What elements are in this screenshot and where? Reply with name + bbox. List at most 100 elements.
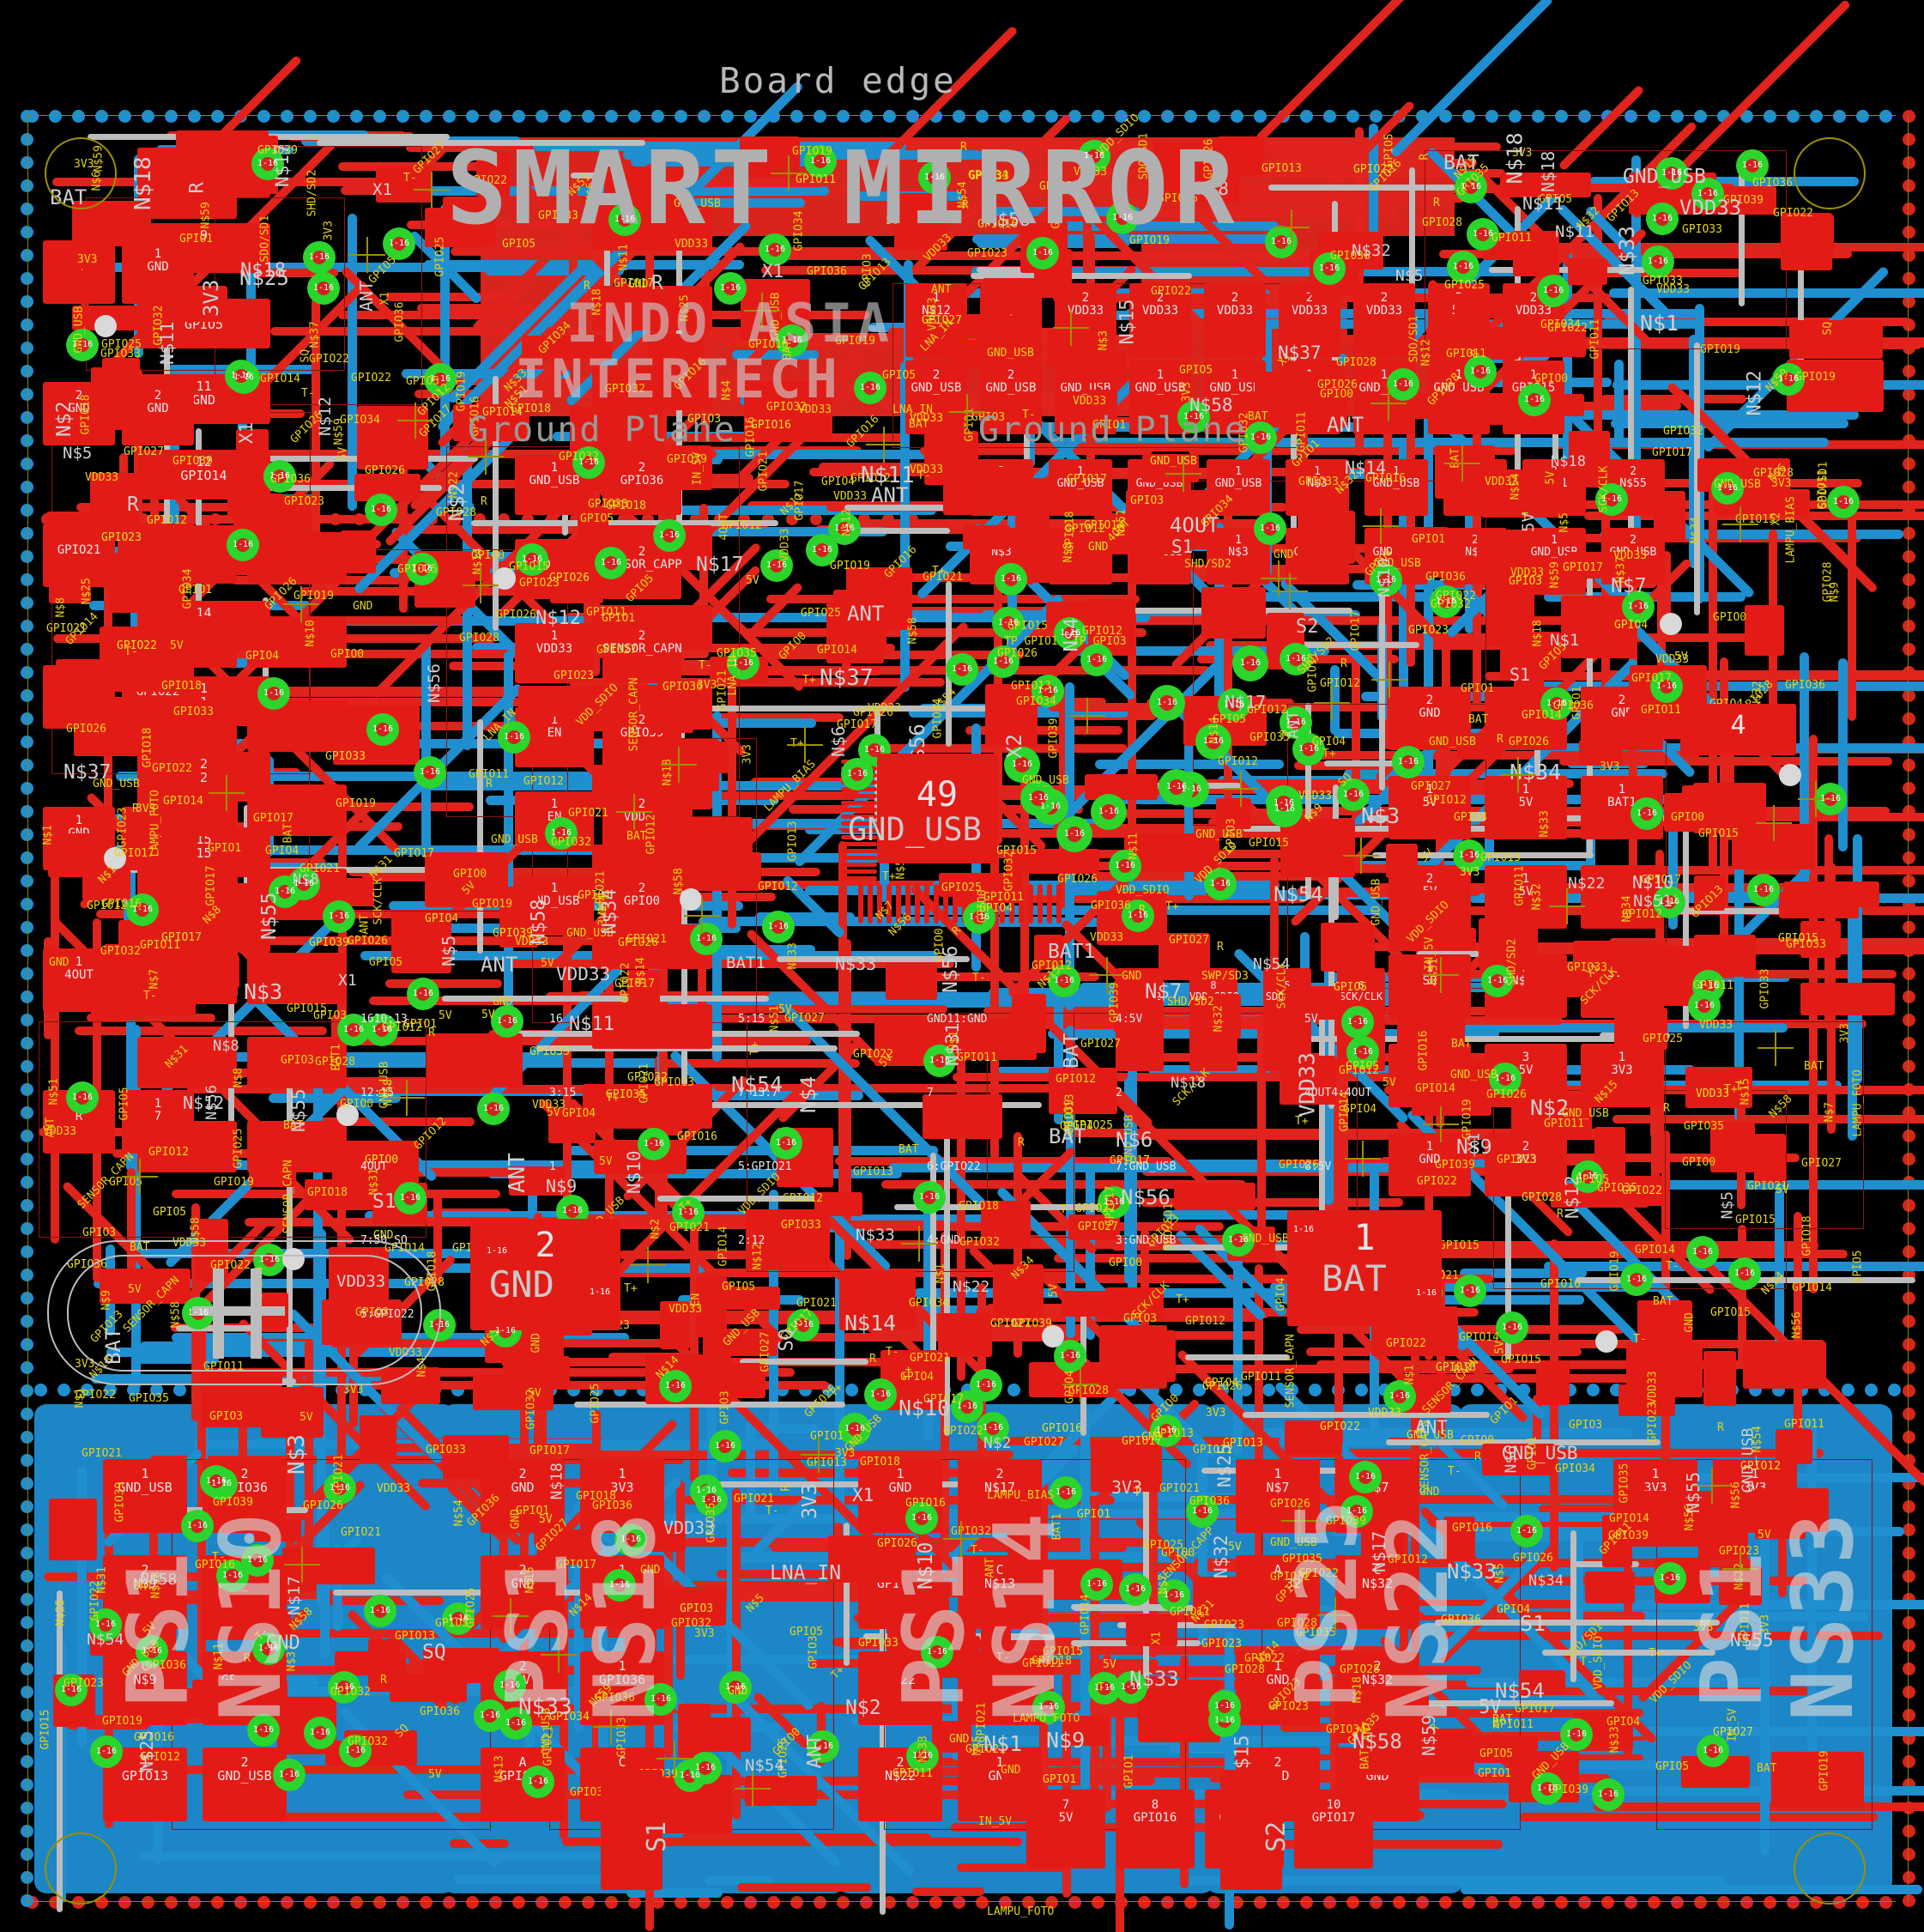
via[interactable]: 1-16 [307,272,340,305]
smd-pad[interactable] [678,1704,711,1759]
smd-pad[interactable] [102,358,140,418]
smd-pad[interactable] [1015,478,1050,531]
via[interactable]: 1-16 [864,1378,897,1411]
smd-pad-top-cap[interactable] [905,360,967,434]
smd-pad[interactable] [1055,351,1127,383]
smd-pad[interactable] [983,278,1036,314]
via[interactable]: 1-16 [1592,1778,1625,1811]
via[interactable]: 1-16 [66,1081,99,1114]
smd-pad[interactable] [923,1094,1002,1139]
smd-pad[interactable] [1754,1134,1786,1183]
via[interactable]: 1-16 [595,547,627,579]
unconnected-via[interactable] [94,315,117,337]
via[interactable]: 1-16 [1392,746,1425,778]
via[interactable]: 1-16 [257,677,290,710]
via[interactable]: 1-16 [1827,486,1860,518]
via[interactable]: 1-16 [1620,1263,1653,1296]
smd-pad[interactable] [963,525,1010,549]
smd-pad[interactable] [1745,605,1784,656]
via[interactable]: 1-16 [1349,1461,1382,1493]
smd-pad[interactable] [1174,1183,1255,1210]
smd-pad[interactable] [1445,393,1516,425]
via[interactable]: 1-16 [491,1005,523,1038]
via[interactable]: 1-16 [653,519,686,552]
via[interactable]: 1-16 [1747,874,1780,906]
unconnected-via[interactable] [1660,613,1682,635]
smd-pad[interactable] [1455,294,1513,318]
smd-pad[interactable] [1776,1429,1812,1464]
via[interactable]: 1-16 [1266,785,1302,821]
via[interactable]: 1-16 [1341,1006,1374,1039]
smd-pad[interactable] [886,963,937,1000]
via[interactable]: 1-16 [1080,644,1113,676]
smd-pad-top-cap[interactable] [1204,283,1266,357]
ic-lead[interactable] [1047,884,1052,924]
smd-pad[interactable] [46,245,82,298]
smd-pad[interactable] [745,1776,817,1806]
via[interactable]: 1-16 [365,494,397,526]
via[interactable]: 1-16 [227,529,259,561]
smd-pad-mid-cap[interactable] [1207,459,1270,516]
smd-pad[interactable] [217,233,263,261]
smd-pad[interactable] [443,1435,509,1479]
via[interactable]: 1-16 [762,911,795,943]
ic-lead[interactable] [1019,884,1024,924]
ic-lead[interactable] [841,794,877,798]
header-pad-bottom[interactable] [1026,1790,1105,1868]
ic-lead[interactable] [841,849,877,853]
ic-lead[interactable] [841,863,877,867]
smd-pad[interactable] [1568,258,1607,285]
ic-lead[interactable] [934,884,939,924]
smd-pad[interactable] [938,1313,992,1357]
via[interactable]: 1-16 [709,1430,741,1463]
ic-lead[interactable] [915,884,920,924]
smd-pad[interactable] [1486,584,1534,646]
via[interactable]: 1-16 [90,1735,123,1768]
ic-lead[interactable] [841,876,877,881]
smd-pad[interactable] [1477,530,1528,565]
via[interactable]: 1-16 [770,1127,802,1160]
via[interactable]: 1-16 [946,653,978,686]
smd-pad[interactable] [1099,1325,1167,1389]
ic-lead[interactable] [868,884,873,924]
smd-pad-top-cap[interactable] [1129,283,1191,357]
smd-pad[interactable] [1321,923,1375,972]
smd-pad[interactable] [109,553,185,613]
smd-pad-mid-cap[interactable] [1364,459,1428,516]
via[interactable]: 1-16 [1642,245,1674,278]
smd-pad-mid-cap[interactable] [1049,459,1112,516]
via[interactable]: 1-16 [303,241,336,274]
via[interactable]: 1-16 [1496,1311,1528,1344]
smd-pad[interactable] [1201,587,1266,639]
via[interactable]: 1-16 [323,900,355,933]
ic-lead[interactable] [1056,884,1062,924]
smd-pad[interactable] [1585,1572,1635,1603]
via[interactable]: 1-16 [414,756,446,789]
via[interactable]: 1-16 [394,1182,427,1214]
conn-4-body[interactable] [1680,704,1796,755]
ic-lead[interactable] [924,884,929,924]
smd-pad-left-grid[interactable] [247,784,347,836]
smd-pad[interactable] [1386,844,1418,878]
ic-lead[interactable] [1038,884,1043,924]
ic-lead[interactable] [841,856,877,860]
smd-pad[interactable] [49,1499,97,1560]
smd-pad[interactable] [1085,774,1158,800]
via[interactable]: 1-16 [304,1717,336,1749]
smd-pad[interactable] [1298,511,1355,564]
smd-pad[interactable] [1800,215,1834,257]
via[interactable]: 1-16 [407,978,439,1010]
ic-lead[interactable] [858,884,863,924]
via[interactable]: 1-16 [477,1093,510,1125]
smd-pad[interactable] [1789,320,1883,359]
smd-pad-top-cap[interactable] [980,360,1042,434]
smd-pad[interactable] [1280,819,1355,877]
smd-pad-mid-cap[interactable] [1286,459,1349,516]
smd-pad[interactable] [1783,881,1879,907]
via[interactable]: 1-16 [1091,794,1127,830]
via[interactable]: 1-16 [1387,368,1419,401]
smd-pad[interactable] [650,699,693,733]
smd-pad-left-grid[interactable] [247,700,347,752]
smd-pad[interactable] [152,955,239,988]
